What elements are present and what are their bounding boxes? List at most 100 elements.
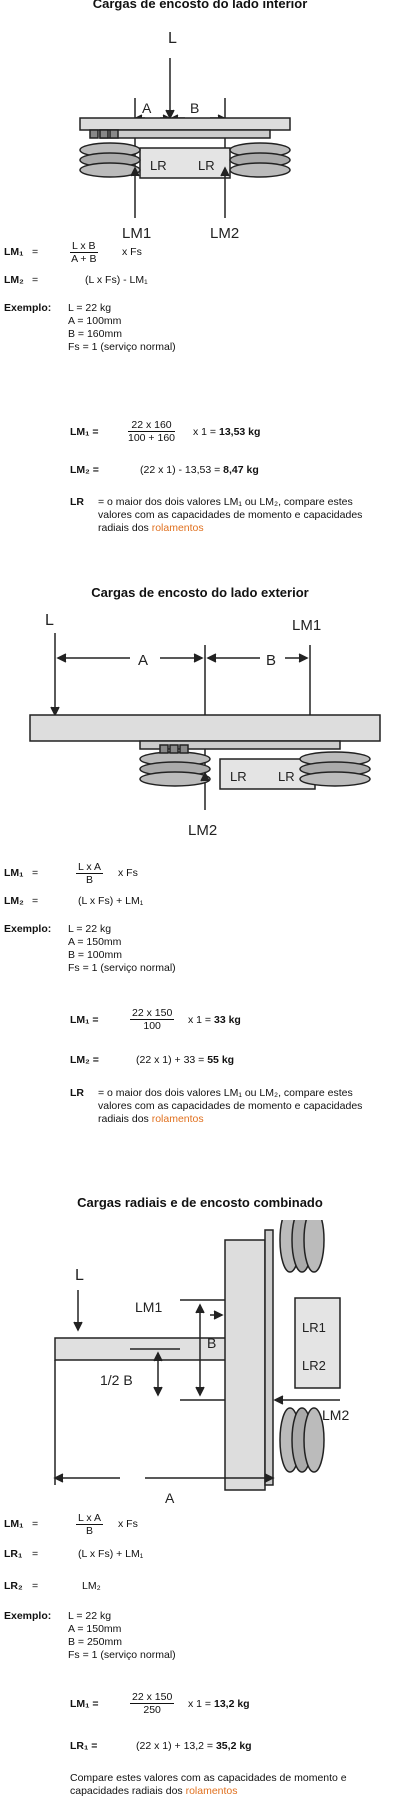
calc2-text: (22 x 1) - 13,53 = [140,464,224,476]
calc2-text: (22 x 1) + 33 = [136,1054,208,1066]
rolamentos-link[interactable]: rolamentos [151,1113,204,1125]
formula-lm1-suffix: x Fs [118,867,138,879]
formula-lm1-suffix: x Fs [118,1518,138,1530]
label-half-B: 1/2 B [100,1372,133,1388]
formula-lm2-text: (L x Fs) + LM₁ [78,895,144,907]
exterior-thrust-diagram: L A B LM1 LR LR LM2 [29,612,381,839]
example-line: L = 22 kg [68,923,112,935]
formula-lm2-text: (L x Fs) - LM₁ [85,274,148,286]
label-A: A [142,100,152,116]
label-LM2: LM2 [188,822,217,839]
label-A: A [165,1490,175,1506]
section-title-combined: Cargas radiais e de encosto combinado [77,1195,323,1210]
formula-lm1-num: L x A [76,1512,103,1525]
calc1-num: 22 x 150 [130,1691,175,1704]
calc1-suffix: x 1 = [188,1698,214,1710]
formula-lr2-eq: = [32,1580,39,1592]
lr-description: = o maior dos dois valores LM₁ ou LM₂, c… [98,1087,388,1126]
label-LR-right: LR [198,158,215,173]
calc1-suffix: x 1 = [188,1014,214,1026]
formula-lr1-eq: = [32,1548,39,1560]
formula-lm1-fraction: L x A B [76,861,103,886]
formula-lm1-eq: = [32,1518,39,1530]
rolamentos-link[interactable]: rolamentos [151,522,204,534]
lr-label: LR [70,496,84,508]
example-label: Exemplo: [4,302,52,314]
example-line: A = 150mm [68,936,122,948]
label-LR2: LR2 [302,1358,326,1373]
label-LM1: LM1 [135,1299,162,1315]
example-lines: L = 22 kg A = 150mm B = 100mm Fs = 1 (se… [68,923,176,975]
example-line: Fs = 1 (serviço normal) [68,962,176,974]
formula-lm1-fraction: L x B A + B [70,240,98,265]
example-line: L = 22 kg [68,302,112,314]
label-LM1: LM1 [292,617,321,634]
interior-thrust-diagram: L A B LR LR LM1 LM2 [79,30,291,242]
formula-lr2-label: LR₂ [4,1580,23,1592]
label-B: B [207,1335,216,1351]
label-B: B [266,652,276,669]
lr-text: = o maior dos dois valores LM₁ ou LM₂, c… [98,1087,363,1125]
label-LR-left: LR [230,769,247,784]
calc1-den: 250 [143,1704,161,1716]
calc1-expr: x 1 = 33 kg [188,1014,241,1027]
example-line: Fs = 1 (serviço normal) [68,1649,176,1661]
formula-lm2-label: LM₂ [4,274,24,286]
calc2-expr: (22 x 1) + 13,2 = 35,2 kg [136,1740,252,1753]
calc1-expr: x 1 = 13,2 kg [188,1698,250,1711]
calc2-label: LM₂ = [70,464,99,476]
calc1-label: LM₁ = [70,1698,99,1710]
calc2-text: (22 x 1) + 13,2 = [136,1740,216,1752]
section-title-interior: Cargas de encosto do lado interior [92,0,308,11]
formula-lm1-label: LM₁ [4,867,24,879]
label-L: L [168,30,177,47]
calc2-label: LR₁ = [70,1740,98,1752]
label-A: A [138,652,148,669]
example-line: A = 100mm [68,315,122,327]
lr-text: = o maior dos dois valores LM₁ ou LM₂, c… [98,496,363,534]
lr-label: LR [70,1087,84,1099]
formula-lr1-label: LR₁ [4,1548,23,1560]
example-line: A = 150mm [68,1623,122,1635]
example-label: Exemplo: [4,1610,52,1622]
final-note: Compare estes valores com as capacidades… [70,1772,390,1798]
calc2-result: 8,47 kg [223,464,259,476]
rolamentos-link[interactable]: rolamentos [185,1785,238,1797]
formula-lm1-den: A + B [71,253,97,265]
example-line: L = 22 kg [68,1610,112,1622]
label-B: B [190,100,199,116]
label-L: L [45,612,54,629]
formula-lm2-label: LM₂ [4,895,24,907]
label-LM1: LM1 [122,225,151,242]
calc2-label: LM₂ = [70,1054,99,1066]
formula-lm1-den: B [85,874,93,886]
formula-lm1-eq: = [32,867,39,879]
formula-lm1-num: L x B [70,240,98,253]
formula-lm1-label: LM₁ [4,246,24,258]
formula-lm1-fraction: L x A B [76,1512,103,1537]
formula-lm1-eq: = [32,246,39,258]
calc1-label: LM₁ = [70,1014,99,1026]
formula-lm1-den: B [85,1525,93,1537]
calc1-fraction: 22 x 150 250 [130,1691,175,1716]
label-LR-left: LR [150,158,167,173]
calc2-result: 55 kg [207,1054,235,1066]
calc1-num: 22 x 150 [130,1007,175,1020]
example-line: B = 160mm [68,328,122,340]
calc1-den: 100 + 160 [128,432,176,444]
final-text: Compare estes valores com as capacidades… [70,1772,347,1797]
calc2-expr: (22 x 1) - 13,53 = 8,47 kg [140,464,259,477]
label-LR-right: LR [278,769,295,784]
calc1-suffix: x 1 = [193,426,219,438]
label-LR1: LR1 [302,1320,326,1335]
calc1-expr: x 1 = 13,53 kg [193,426,260,439]
calc1-result: 13,2 kg [213,1698,250,1710]
lr-description: = o maior dos dois valores LM₁ ou LM₂, c… [98,496,388,535]
example-line: Fs = 1 (serviço normal) [68,341,176,353]
label-LM2: LM2 [322,1407,349,1423]
formula-lm1-suffix: x Fs [122,246,142,258]
example-label: Exemplo: [4,923,52,935]
calc2-result: 35,2 kg [215,1740,252,1752]
formula-lm2-eq: = [32,274,39,286]
calc1-den: 100 [143,1020,161,1032]
